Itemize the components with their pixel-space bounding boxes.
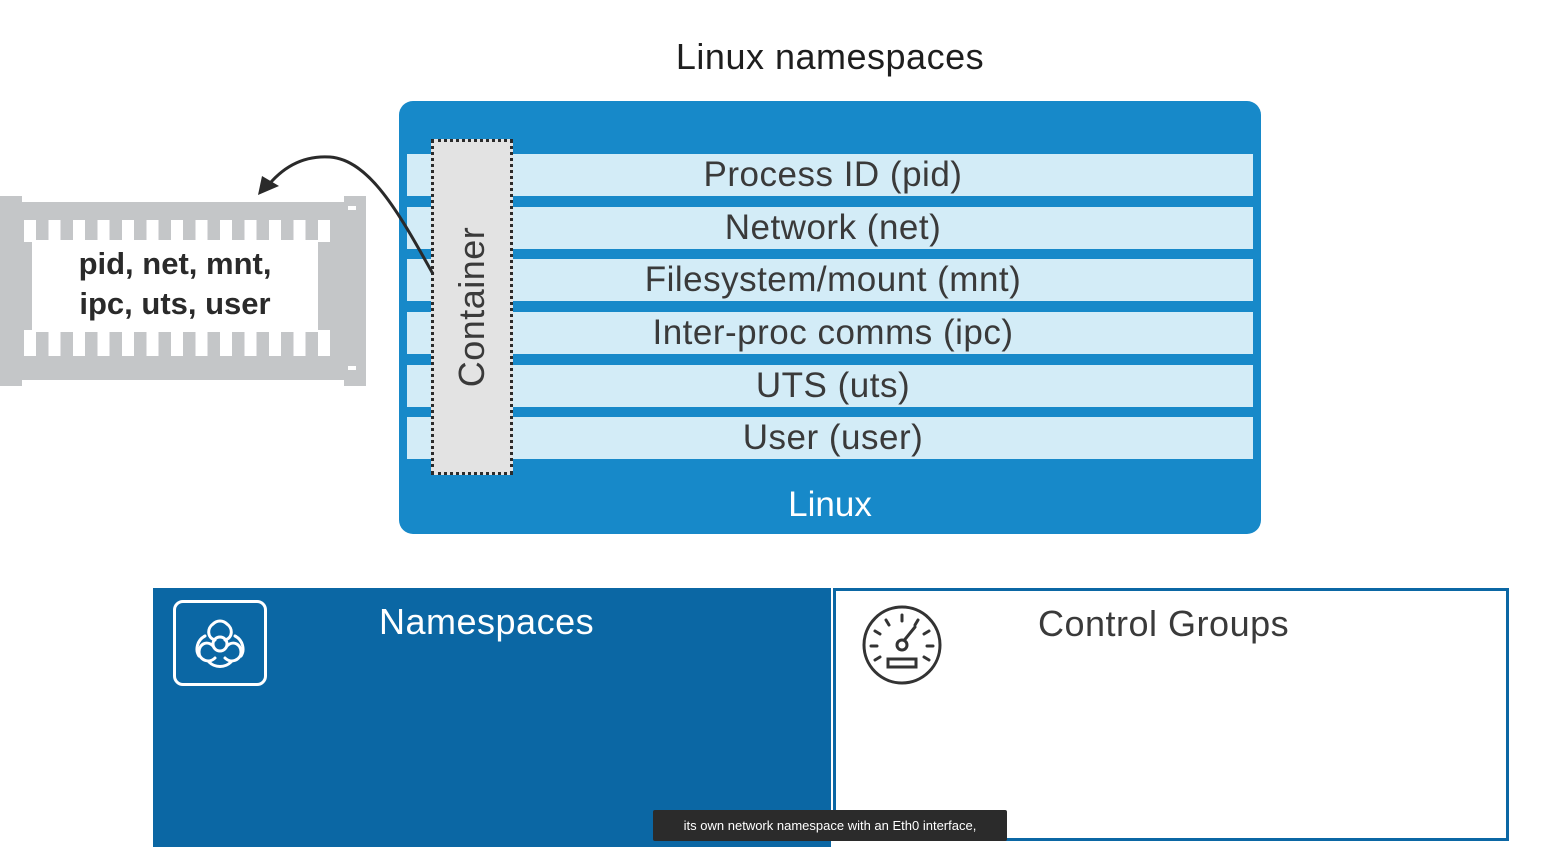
- namespace-row-label: Process ID (pid): [703, 155, 963, 194]
- control-groups-panel: Control Groups: [833, 588, 1509, 841]
- biohazard-icon: [173, 600, 267, 686]
- namespace-row-net: Network (net): [407, 207, 1253, 249]
- linux-box: Process ID (pid) Network (net) Filesyste…: [399, 101, 1261, 534]
- container-strip: Container: [431, 139, 513, 475]
- diagram-title: Linux namespaces: [675, 36, 985, 77]
- control-groups-title: Control Groups: [1038, 603, 1290, 644]
- namespace-row-mnt: Filesystem/mount (mnt): [407, 259, 1253, 301]
- namespace-row-label: Network (net): [724, 208, 942, 247]
- gauge-icon: [862, 605, 942, 685]
- namespace-row-label: UTS (uts): [755, 366, 911, 405]
- shipping-container-label: pid, net, mnt, ipc, uts, user: [78, 246, 272, 321]
- namespace-row-ipc: Inter-proc comms (ipc): [407, 312, 1253, 354]
- container-label: Container: [451, 226, 492, 388]
- namespace-row-label: Filesystem/mount (mnt): [644, 260, 1022, 299]
- subtitle-caption: its own network namespace with an Eth0 i…: [653, 810, 1007, 841]
- namespace-row-user: User (user): [407, 417, 1253, 459]
- namespaces-panel: Namespaces: [153, 588, 831, 847]
- namespace-row-label: Inter-proc comms (ipc): [652, 313, 1014, 352]
- namespace-row-uts: UTS (uts): [407, 365, 1253, 407]
- namespace-row-pid: Process ID (pid): [407, 154, 1253, 196]
- namespace-row-label: User (user): [742, 418, 924, 457]
- linux-label: Linux: [788, 485, 872, 524]
- namespaces-title: Namespaces: [379, 601, 595, 642]
